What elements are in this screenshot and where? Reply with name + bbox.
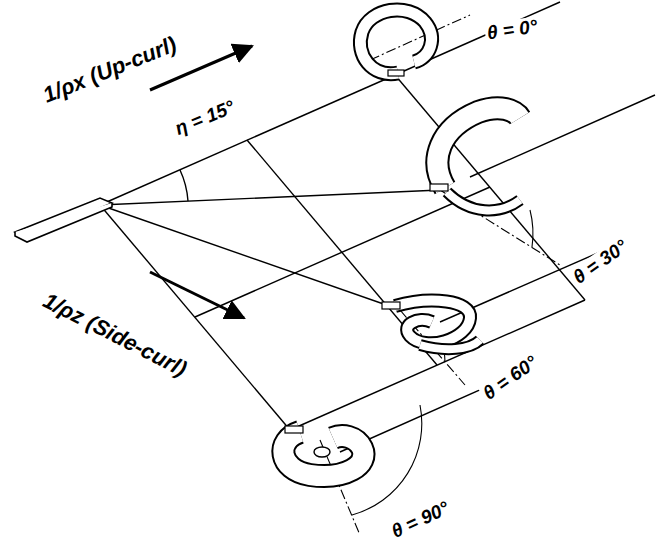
reference-line — [440, 190, 560, 265]
grid-line — [290, 300, 585, 430]
angle-arc — [180, 170, 188, 201]
angle-label: η = 15° — [170, 96, 239, 140]
curl-specimen — [283, 426, 363, 476]
curl-specimen — [360, 10, 431, 76]
radial-line — [100, 190, 440, 205]
radial-line — [100, 205, 395, 308]
axis-label: 1/ρz (Side-curl) — [38, 288, 193, 383]
curl-specimen — [430, 108, 520, 210]
angle-label: θ = 0° — [484, 16, 541, 44]
angle-label: θ = 90° — [386, 497, 454, 543]
angle-label: θ = 60° — [477, 351, 542, 405]
strip-specimen — [15, 203, 112, 242]
axis-arrow — [150, 272, 244, 318]
curl-specimen — [382, 301, 480, 350]
axis-label: 1/ρx (Up-curl) — [38, 32, 182, 109]
grid-line — [395, 75, 585, 300]
angle-arc — [530, 210, 533, 247]
